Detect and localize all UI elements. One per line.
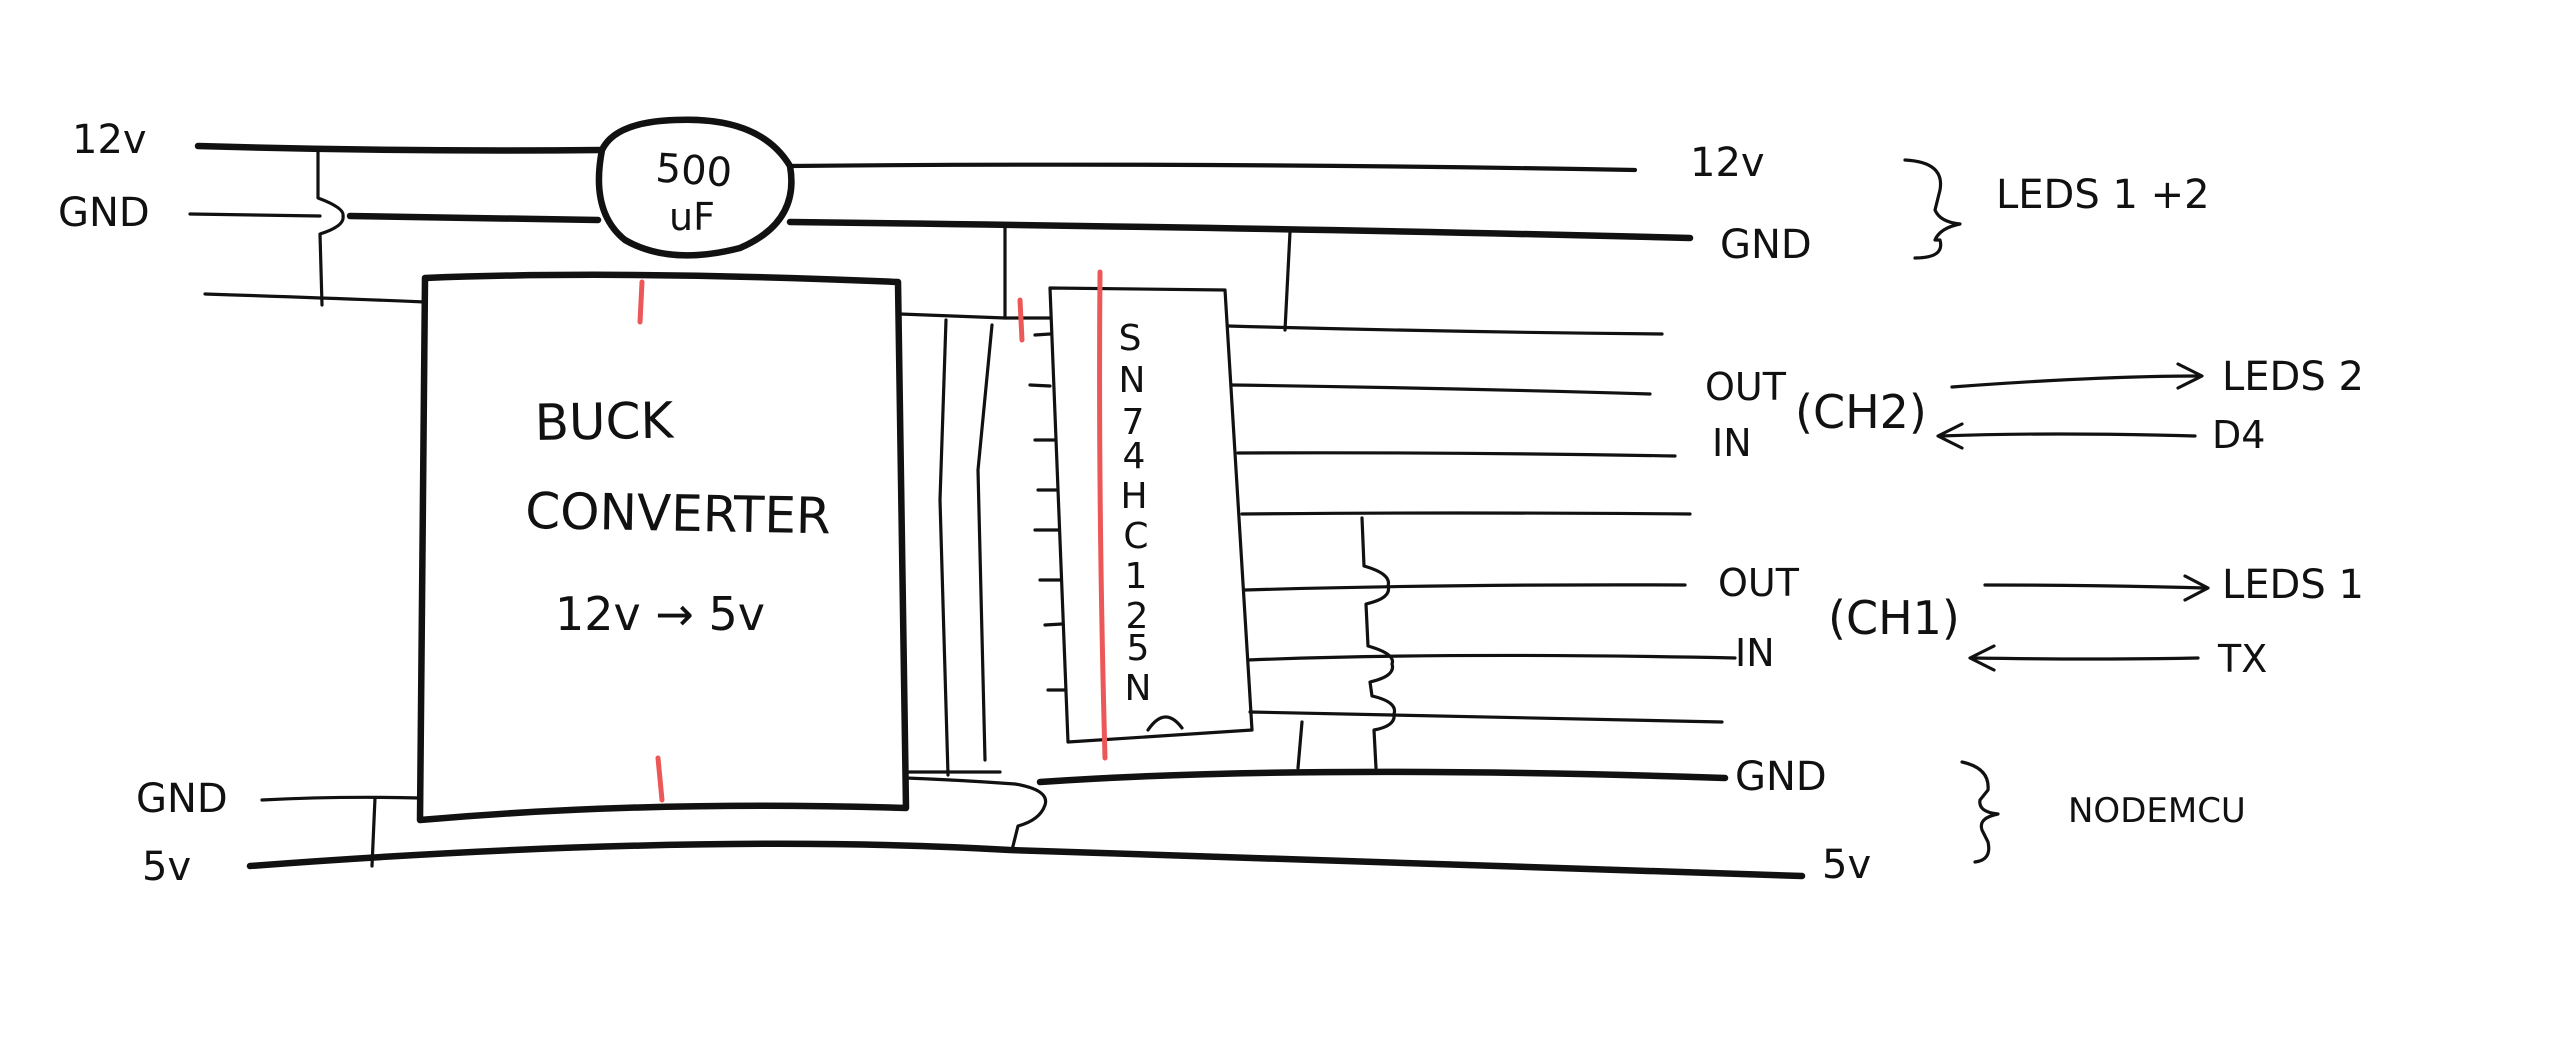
ic-label-char: 1 (1125, 556, 1148, 597)
capacitor-500uf: 500 uF (595, 116, 795, 259)
label-ch1: (CH1) (1828, 591, 1960, 645)
buck-rating: 12v → 5v (555, 587, 765, 641)
ic-label-char: C (1123, 516, 1148, 557)
target-labels: LEDS 1 +2 LEDS 2 D4 LEDS 1 TX NODEMCU (1996, 172, 2364, 831)
rail-gnd-top (188, 212, 1694, 242)
label-leds-1-2: LEDS 1 +2 (1996, 172, 2210, 218)
label-gnd-right: GND (1720, 222, 1812, 268)
label-nodemcu: NODEMCU (2068, 791, 2246, 831)
ic-label-char: 2 (1126, 596, 1149, 637)
ic-sn74hc125n: S N 7 4 H C 1 2 5 N (1017, 269, 1254, 761)
rail-5v-bottom (246, 796, 1806, 880)
capacitor-value: 500 (654, 145, 733, 196)
label-tx: TX (2217, 637, 2267, 681)
right-labels: 12v GND OUT IN (CH2) OUT IN (CH1) GND 5v (1690, 140, 1960, 888)
label-5v-right: 5v (1822, 842, 1871, 888)
arrow-to-leds2 (1950, 362, 2204, 390)
label-gnd-in: GND (58, 190, 150, 236)
label-in-ch1: IN (1735, 631, 1775, 675)
ic-label-char: N (1119, 360, 1146, 401)
rail-12v-top (194, 142, 1638, 173)
ic-label-char: 5 (1127, 628, 1150, 669)
ic-label-char: 4 (1123, 436, 1146, 477)
buck-title: BUCK (534, 392, 675, 452)
ic-label: S N 7 4 H C 1 2 5 N (1119, 318, 1152, 709)
capacitor-unit: uF (669, 195, 715, 239)
rail-gnd-bottom (260, 768, 1729, 852)
chip-output-wires (1226, 230, 1737, 770)
arrow-to-leds1 (1983, 574, 2210, 602)
left-labels: 12v GND GND 5v (58, 117, 228, 890)
label-leds-2: LEDS 2 (2222, 354, 2364, 400)
label-ch2: (CH2) (1795, 385, 1927, 439)
ic-label-char: 7 (1122, 402, 1145, 443)
ic-label-char: H (1120, 476, 1147, 517)
rail-12v-drop (203, 150, 427, 307)
ic-label-char: S (1119, 318, 1142, 359)
arrow-from-d4 (1936, 422, 2197, 450)
label-12v-right: 12v (1690, 140, 1765, 186)
label-d4: D4 (2212, 413, 2265, 457)
buck-converter: BUCK CONVERTER 12v → 5v (416, 271, 910, 824)
label-12v-in: 12v (72, 117, 147, 163)
brace-leds (1903, 158, 1962, 260)
label-5v-out: 5v (142, 844, 191, 890)
label-out-ch1: OUT (1718, 561, 1800, 605)
buck-to-chip-wires (898, 226, 1052, 777)
label-in-ch2: IN (1712, 421, 1752, 465)
label-gnd-bottom-right: GND (1735, 754, 1827, 800)
arrow-from-tx (1968, 644, 2200, 672)
label-gnd-out: GND (136, 776, 228, 822)
buck-subtitle: CONVERTER (525, 482, 831, 545)
label-leds-1: LEDS 1 (2222, 562, 2364, 608)
label-out-ch2: OUT (1705, 365, 1787, 409)
brace-nodemcu (1960, 760, 2000, 864)
ic-label-char: N (1125, 668, 1152, 709)
